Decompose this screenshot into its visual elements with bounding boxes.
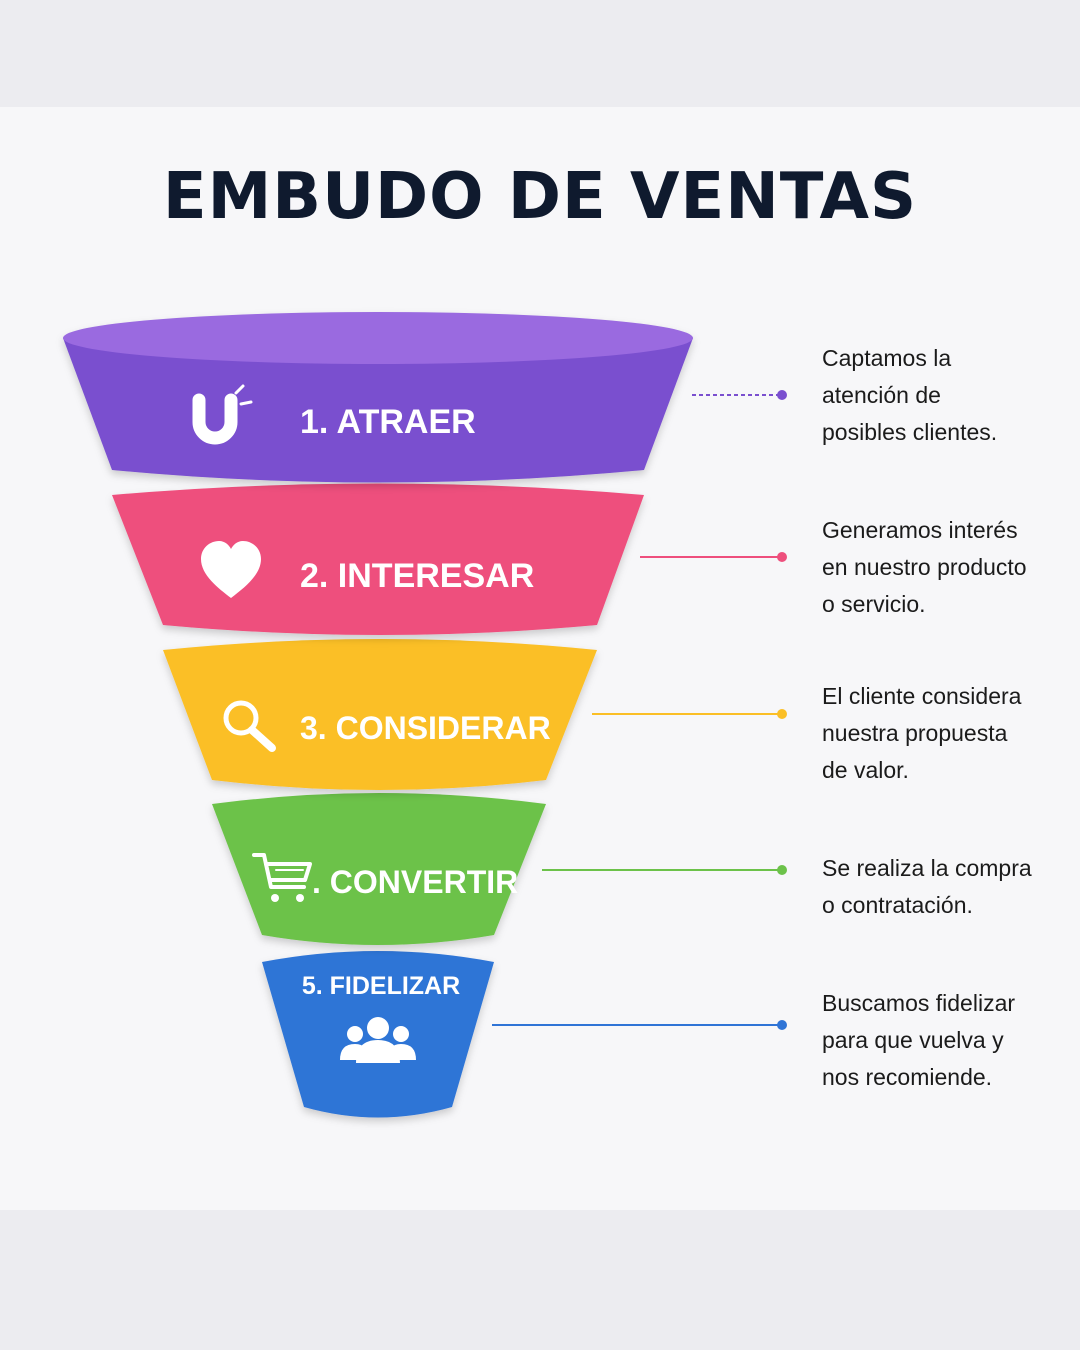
funnel-band-considerar bbox=[163, 639, 597, 790]
description-line: en nuestro producto bbox=[822, 554, 1027, 580]
funnel-stage-atraer bbox=[63, 312, 693, 483]
description-line: o contratación. bbox=[822, 892, 973, 918]
page-title: EMBUDO DE VENTAS bbox=[162, 160, 918, 234]
stage-label-interesar: 2. INTERESAR bbox=[300, 557, 534, 595]
funnel-band-atraer bbox=[63, 338, 693, 483]
stage-label-convertir: . CONVERTIR bbox=[312, 864, 518, 900]
funnel-stage-convertir bbox=[212, 793, 546, 945]
people-group-icon bbox=[340, 1017, 416, 1063]
stage-label-atraer: 1. ATRAER bbox=[300, 403, 476, 441]
heart-icon bbox=[201, 541, 261, 598]
stage-description-interesar: Generamos interés en nuestro producto o … bbox=[822, 512, 1062, 623]
description-line: para que vuelva y bbox=[822, 1027, 1004, 1053]
description-line: Generamos interés bbox=[822, 517, 1018, 543]
magnifier-icon bbox=[223, 700, 276, 752]
stage-label-fidelizar: 5. FIDELIZAR bbox=[302, 972, 460, 1000]
magnet-icon bbox=[192, 384, 253, 445]
description-line: de valor. bbox=[822, 757, 909, 783]
connector-dot-interesar bbox=[777, 552, 787, 562]
funnel-band-interesar bbox=[112, 483, 644, 635]
shopping-cart-icon bbox=[252, 853, 312, 902]
stage-description-fidelizar: Buscamos fidelizar para que vuelva y nos… bbox=[822, 985, 1062, 1096]
funnel-stage-considerar bbox=[163, 639, 597, 790]
connector-dot-fidelizar bbox=[777, 1020, 787, 1030]
stage-description-atraer: Captamos la atención de posibles cliente… bbox=[822, 340, 1062, 451]
connector-dot-convertir bbox=[777, 865, 787, 875]
description-line: Captamos la bbox=[822, 345, 952, 371]
funnel-rim bbox=[63, 312, 693, 364]
stage-label-considerar: 3. CONSIDERAR bbox=[300, 710, 551, 746]
description-line: o servicio. bbox=[822, 591, 926, 617]
description-line: atención de bbox=[822, 382, 941, 408]
stage-description-considerar: El cliente considera nuestra propuesta d… bbox=[822, 678, 1062, 789]
description-line: posibles clientes. bbox=[822, 419, 998, 445]
description-line: nuestra propuesta bbox=[822, 720, 1008, 746]
funnel-band-convertir bbox=[212, 793, 546, 945]
connector-dot-considerar bbox=[777, 709, 787, 719]
description-line: Buscamos fidelizar bbox=[822, 990, 1016, 1016]
description-line: Se realiza la compra bbox=[822, 855, 1032, 881]
stage-description-convertir: Se realiza la compra o contratación. bbox=[822, 850, 1062, 924]
funnel-stage-interesar bbox=[112, 483, 644, 635]
description-line: El cliente considera bbox=[822, 683, 1022, 709]
connector-dot-atraer bbox=[777, 390, 787, 400]
description-line: nos recomiende. bbox=[822, 1064, 993, 1090]
